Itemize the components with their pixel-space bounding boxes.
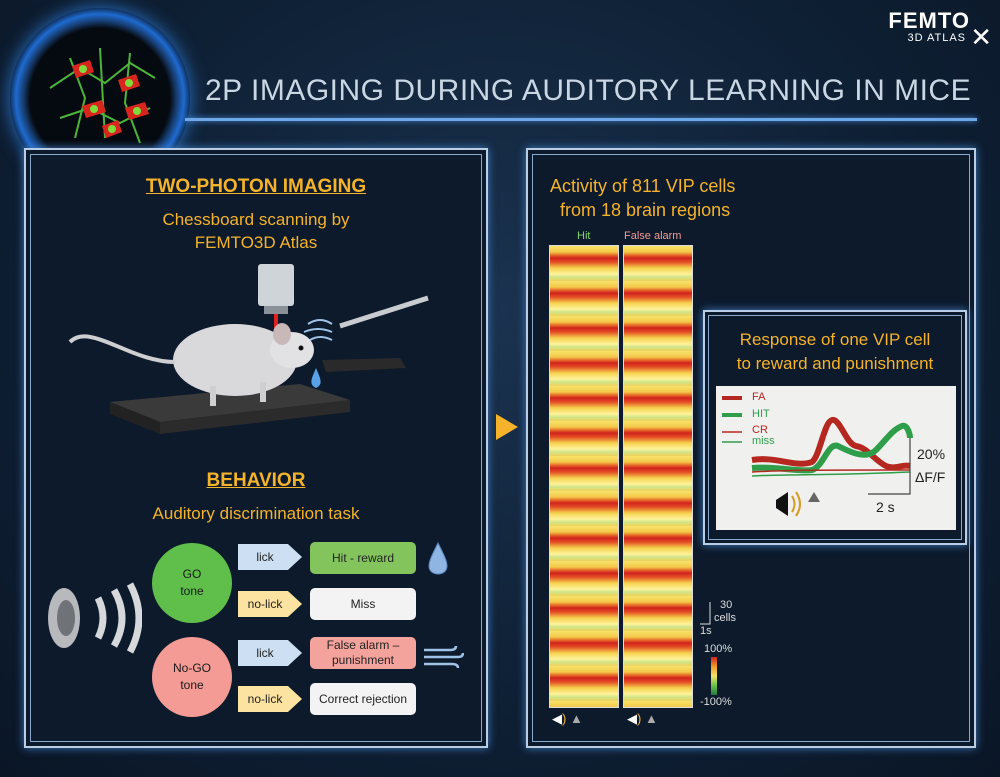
hit-label: Hit <box>577 230 591 242</box>
action-arrow-no-lick: no-lick <box>238 591 302 617</box>
legend-cr: CR <box>752 424 768 436</box>
behavior-title: BEHAVIOR <box>206 470 306 491</box>
colorbar <box>711 657 717 695</box>
heatmap-hit <box>549 245 619 708</box>
legend-hit: HIT <box>752 408 770 420</box>
response-plot <box>716 386 956 530</box>
neuron-icon <box>49 47 156 144</box>
speaker-marker-icon: ◀) ▲ <box>552 711 583 726</box>
page-title: 2P IMAGING DURING AUDITORY LEARNING IN M… <box>205 74 972 107</box>
scale-seconds: 2 s <box>876 499 895 515</box>
mouse-setup-illustration <box>68 264 429 434</box>
scale-bar <box>700 602 711 625</box>
outcome-hit-reward: Hit - reward <box>310 542 416 574</box>
heatmap-false-alarm <box>623 245 693 708</box>
air-puff-icon <box>424 645 464 669</box>
response-title-2: to reward and punishment <box>736 354 934 373</box>
brand-mark-icon: ✕ <box>970 22 992 52</box>
title-underline <box>185 118 977 121</box>
brand-name: FEMTO <box>888 8 970 33</box>
outcome-miss: Miss <box>310 588 416 620</box>
scale-percent: 20% <box>917 446 946 462</box>
activity-title-2: from 18 brain regions <box>560 200 731 220</box>
colorbar-top-label: 100% <box>704 643 733 655</box>
water-drop-icon <box>428 541 448 575</box>
response-title-1: Response of one VIP cell <box>739 330 931 349</box>
scale-time: 1s <box>700 625 712 637</box>
outcome-false-alarm: False alarm – punishment <box>310 637 416 669</box>
imaging-subtitle-2: FEMTO3D Atlas <box>194 233 318 252</box>
action-arrow-no-lick: no-lick <box>238 686 302 712</box>
flow-arrow-icon <box>496 414 518 440</box>
nogo-tone-circle: No-GO tone <box>152 637 232 717</box>
imaging-subtitle-1: Chessboard scanning by <box>162 210 350 229</box>
behavior-subtitle: Auditory discrimination task <box>152 504 360 523</box>
imaging-title: TWO-PHOTON IMAGING <box>145 176 367 197</box>
response-traces <box>722 396 913 517</box>
scale-cells-unit: cells <box>714 612 737 624</box>
action-arrow-lick: lick <box>238 640 302 666</box>
speaker-icon <box>48 582 142 654</box>
legend-fa: FA <box>752 391 766 403</box>
brand-subtitle: 3D ATLAS <box>907 32 966 44</box>
scale-cells-number: 30 <box>720 599 733 611</box>
legend-miss: miss <box>752 435 775 447</box>
false-alarm-label: False alarm <box>624 230 682 242</box>
action-arrow-lick: lick <box>238 544 302 570</box>
colorbar-bottom-label: -100% <box>700 696 732 708</box>
outcome-correct-rejection: Correct rejection <box>310 683 416 715</box>
speaker-marker-icon: ◀) ▲ <box>627 711 658 726</box>
scale-dff: ΔF/F <box>915 469 946 485</box>
activity-title-1: Activity of 811 VIP cells <box>550 176 736 196</box>
go-tone-circle: GO tone <box>152 543 232 623</box>
